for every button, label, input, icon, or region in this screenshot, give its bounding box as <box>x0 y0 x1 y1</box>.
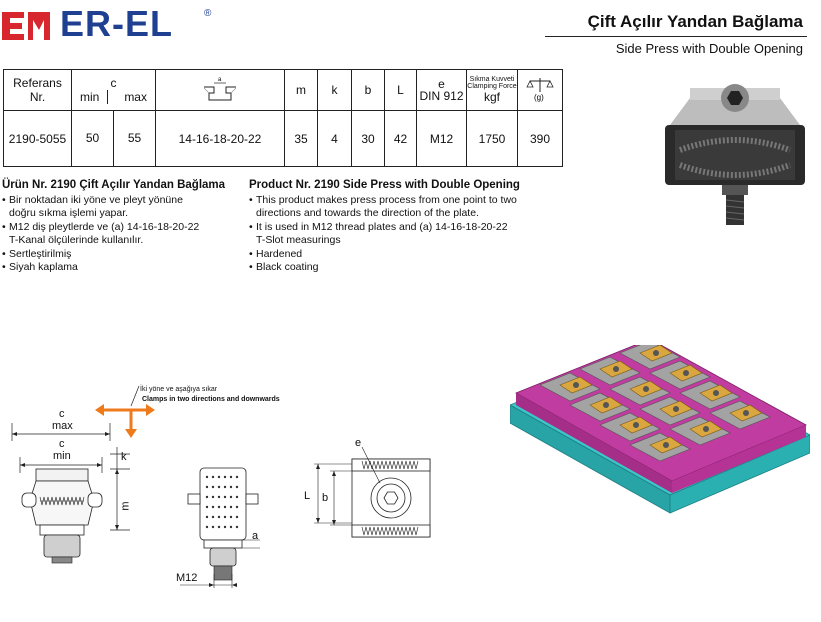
header-nr-label: Nr. <box>29 90 46 104</box>
cell-L: 42 <box>384 110 417 167</box>
cell-k: 4 <box>317 110 352 167</box>
header-weight: (g) <box>517 69 563 111</box>
dim-a-label: a <box>252 530 259 542</box>
dim-b-label: b <box>322 492 329 504</box>
clamp-direction-arrows <box>95 385 155 438</box>
list-item: Hardened <box>249 248 549 262</box>
list-item: doğru sıkma işlemi yapar. <box>9 207 129 219</box>
cell-e: M12 <box>416 110 467 167</box>
header-force: Sıkma Kuvveti Clamping Force kgf <box>466 69 518 111</box>
header-b: b <box>351 69 385 111</box>
header-c: c min max <box>71 69 156 111</box>
spec-table: Referans Nr. c min max a m k b L e DIN 9… <box>3 69 563 167</box>
registered-mark: ® <box>204 8 212 19</box>
cell-c-min: 50 <box>72 111 114 166</box>
dim-min-label: min <box>53 450 71 462</box>
clamp-note-en: Clamps in two directions and downwards <box>142 396 280 403</box>
table-row: 2190-5055 50 55 14-16-18-20-22 35 4 30 4… <box>3 110 563 167</box>
list-item: T-Slot measurings <box>256 234 341 246</box>
front-view-drawing <box>11 423 130 564</box>
header-c-sub: min max <box>72 89 155 104</box>
header-c-label: c <box>110 75 117 90</box>
header-force-tr: Sıkma Kuvveti <box>469 76 515 83</box>
header-max-label: max <box>124 89 147 104</box>
list-item: Bir noktadan iki yöne ve pleyt yönüne <box>2 194 242 208</box>
cell-tslot: 14-16-18-20-22 <box>155 110 285 167</box>
er-el-logo <box>2 12 50 40</box>
list-item: T-Kanal ölçülerinde kullanılır. <box>9 234 144 246</box>
header-L: L <box>384 69 417 111</box>
table-header-row: Referans Nr. c min max a m k b L e DIN 9… <box>3 69 563 111</box>
dim-c-max-label: c <box>59 408 65 420</box>
brand-name: ER-EL <box>60 3 173 44</box>
cell-c: 50 55 <box>71 110 156 167</box>
header-kgf: kgf <box>483 90 500 104</box>
description-tr-title: Ürün Nr. 2190 Çift Açılır Yandan Bağlama <box>2 179 226 191</box>
cell-b: 30 <box>351 110 385 167</box>
top-view-drawing <box>314 446 431 538</box>
list-item: directions and towards the direction of … <box>256 207 479 219</box>
header-m: m <box>284 69 318 111</box>
dim-L-label: L <box>304 490 311 502</box>
page-title-en: Side Press with Double Opening <box>615 41 803 56</box>
list-item: Sertleştirilmiş <box>2 248 242 262</box>
weight-unit-label: (g) <box>534 93 544 102</box>
product-photo <box>665 84 805 225</box>
title-divider <box>545 36 807 37</box>
assembly-illustration <box>510 345 810 514</box>
dim-c-min-label: c <box>59 438 65 450</box>
cell-ref: 2190-5055 <box>3 110 72 167</box>
dim-m-label: m <box>119 501 132 511</box>
header-referans-label: Referans <box>13 76 62 90</box>
list-item: M12 diş pleytlerde ve (a) 14-16-18-20-22 <box>2 221 242 235</box>
cell-m: 35 <box>284 110 318 167</box>
side-view-drawing <box>180 467 260 588</box>
header-e: e DIN 912 <box>416 69 467 111</box>
dim-e-label: e <box>355 437 362 449</box>
list-item: It is used in M12 thread plates and (a) … <box>249 221 549 235</box>
tslot-icon: a <box>203 77 237 100</box>
cell-kgf: 1750 <box>466 110 518 167</box>
dim-max-label: max <box>52 420 73 432</box>
list-item: This product makes press process from on… <box>249 194 549 208</box>
list-item: Siyah kaplama <box>2 261 242 275</box>
description-en-title: Product Nr. 2190 Side Press with Double … <box>249 179 520 191</box>
description-en: Product Nr. 2190 Side Press with Double … <box>249 179 549 275</box>
cell-c-max: 55 <box>127 131 142 145</box>
header-din-label: DIN 912 <box>419 88 464 103</box>
header-referans: Referans Nr. <box>3 69 72 111</box>
dim-k-label: k <box>121 451 127 463</box>
description-tr: Ürün Nr. 2190 Çift Açılır Yandan Bağlama… <box>2 179 242 275</box>
header-k: k <box>317 69 352 111</box>
cell-g: 390 <box>517 110 563 167</box>
tslot-a-label: a <box>218 77 222 83</box>
dim-m12-label: M12 <box>176 572 198 584</box>
page-title-tr: Çift Açılır Yandan Bağlama <box>587 12 803 31</box>
list-item: Black coating <box>249 261 549 275</box>
header-force-en: Clamping Force <box>467 83 517 90</box>
scale-icon: (g) <box>526 77 554 102</box>
header-min-label: min <box>80 89 109 104</box>
clamp-note-tr: İki yöne ve aşağıya sıkar <box>140 386 218 393</box>
header-tslot: a <box>155 69 285 111</box>
header-e-label: e <box>438 76 445 91</box>
